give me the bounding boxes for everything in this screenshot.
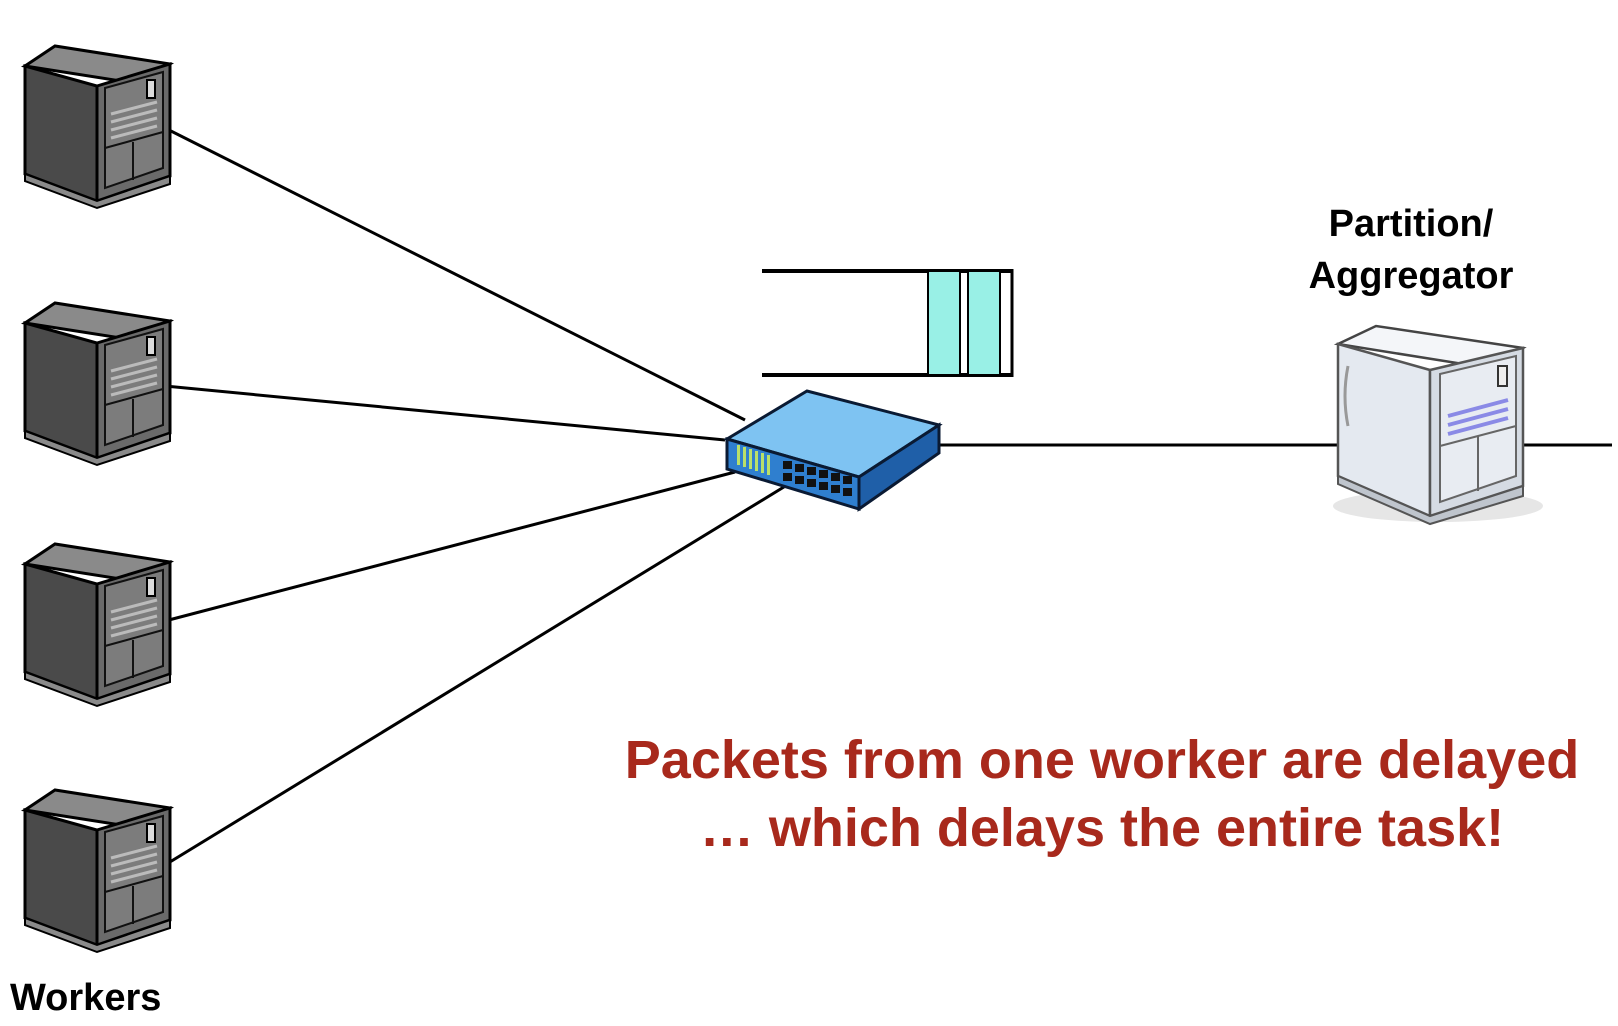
queued-packet bbox=[967, 270, 1001, 376]
link-worker-2 bbox=[164, 384, 726, 442]
workers-label: Workers bbox=[10, 977, 162, 1019]
delay-message-line2: … which delays the entire task! bbox=[699, 798, 1505, 858]
link-worker-3 bbox=[164, 470, 736, 623]
network-switch-icon bbox=[723, 389, 943, 512]
worker-server-icon bbox=[23, 542, 172, 708]
worker-server-icon bbox=[23, 788, 172, 954]
delay-message: Packets from one worker are delayed … wh… bbox=[590, 726, 1614, 862]
link-worker-4 bbox=[164, 480, 793, 867]
worker-server-icon bbox=[23, 301, 172, 467]
queued-packet bbox=[927, 270, 961, 376]
worker-server-icon bbox=[23, 44, 172, 210]
packet-queue-icon bbox=[762, 269, 1014, 377]
link-worker-1 bbox=[164, 126, 746, 422]
delay-message-line1: Packets from one worker are delayed bbox=[624, 730, 1580, 790]
aggregator-label-line1: Partition/ bbox=[1328, 203, 1494, 245]
aggregator-server-icon bbox=[1331, 324, 1545, 526]
network-links bbox=[164, 126, 1612, 867]
aggregator-label: Partition/ Aggregator bbox=[1276, 198, 1546, 302]
aggregator-label-line2: Aggregator bbox=[1308, 255, 1514, 297]
